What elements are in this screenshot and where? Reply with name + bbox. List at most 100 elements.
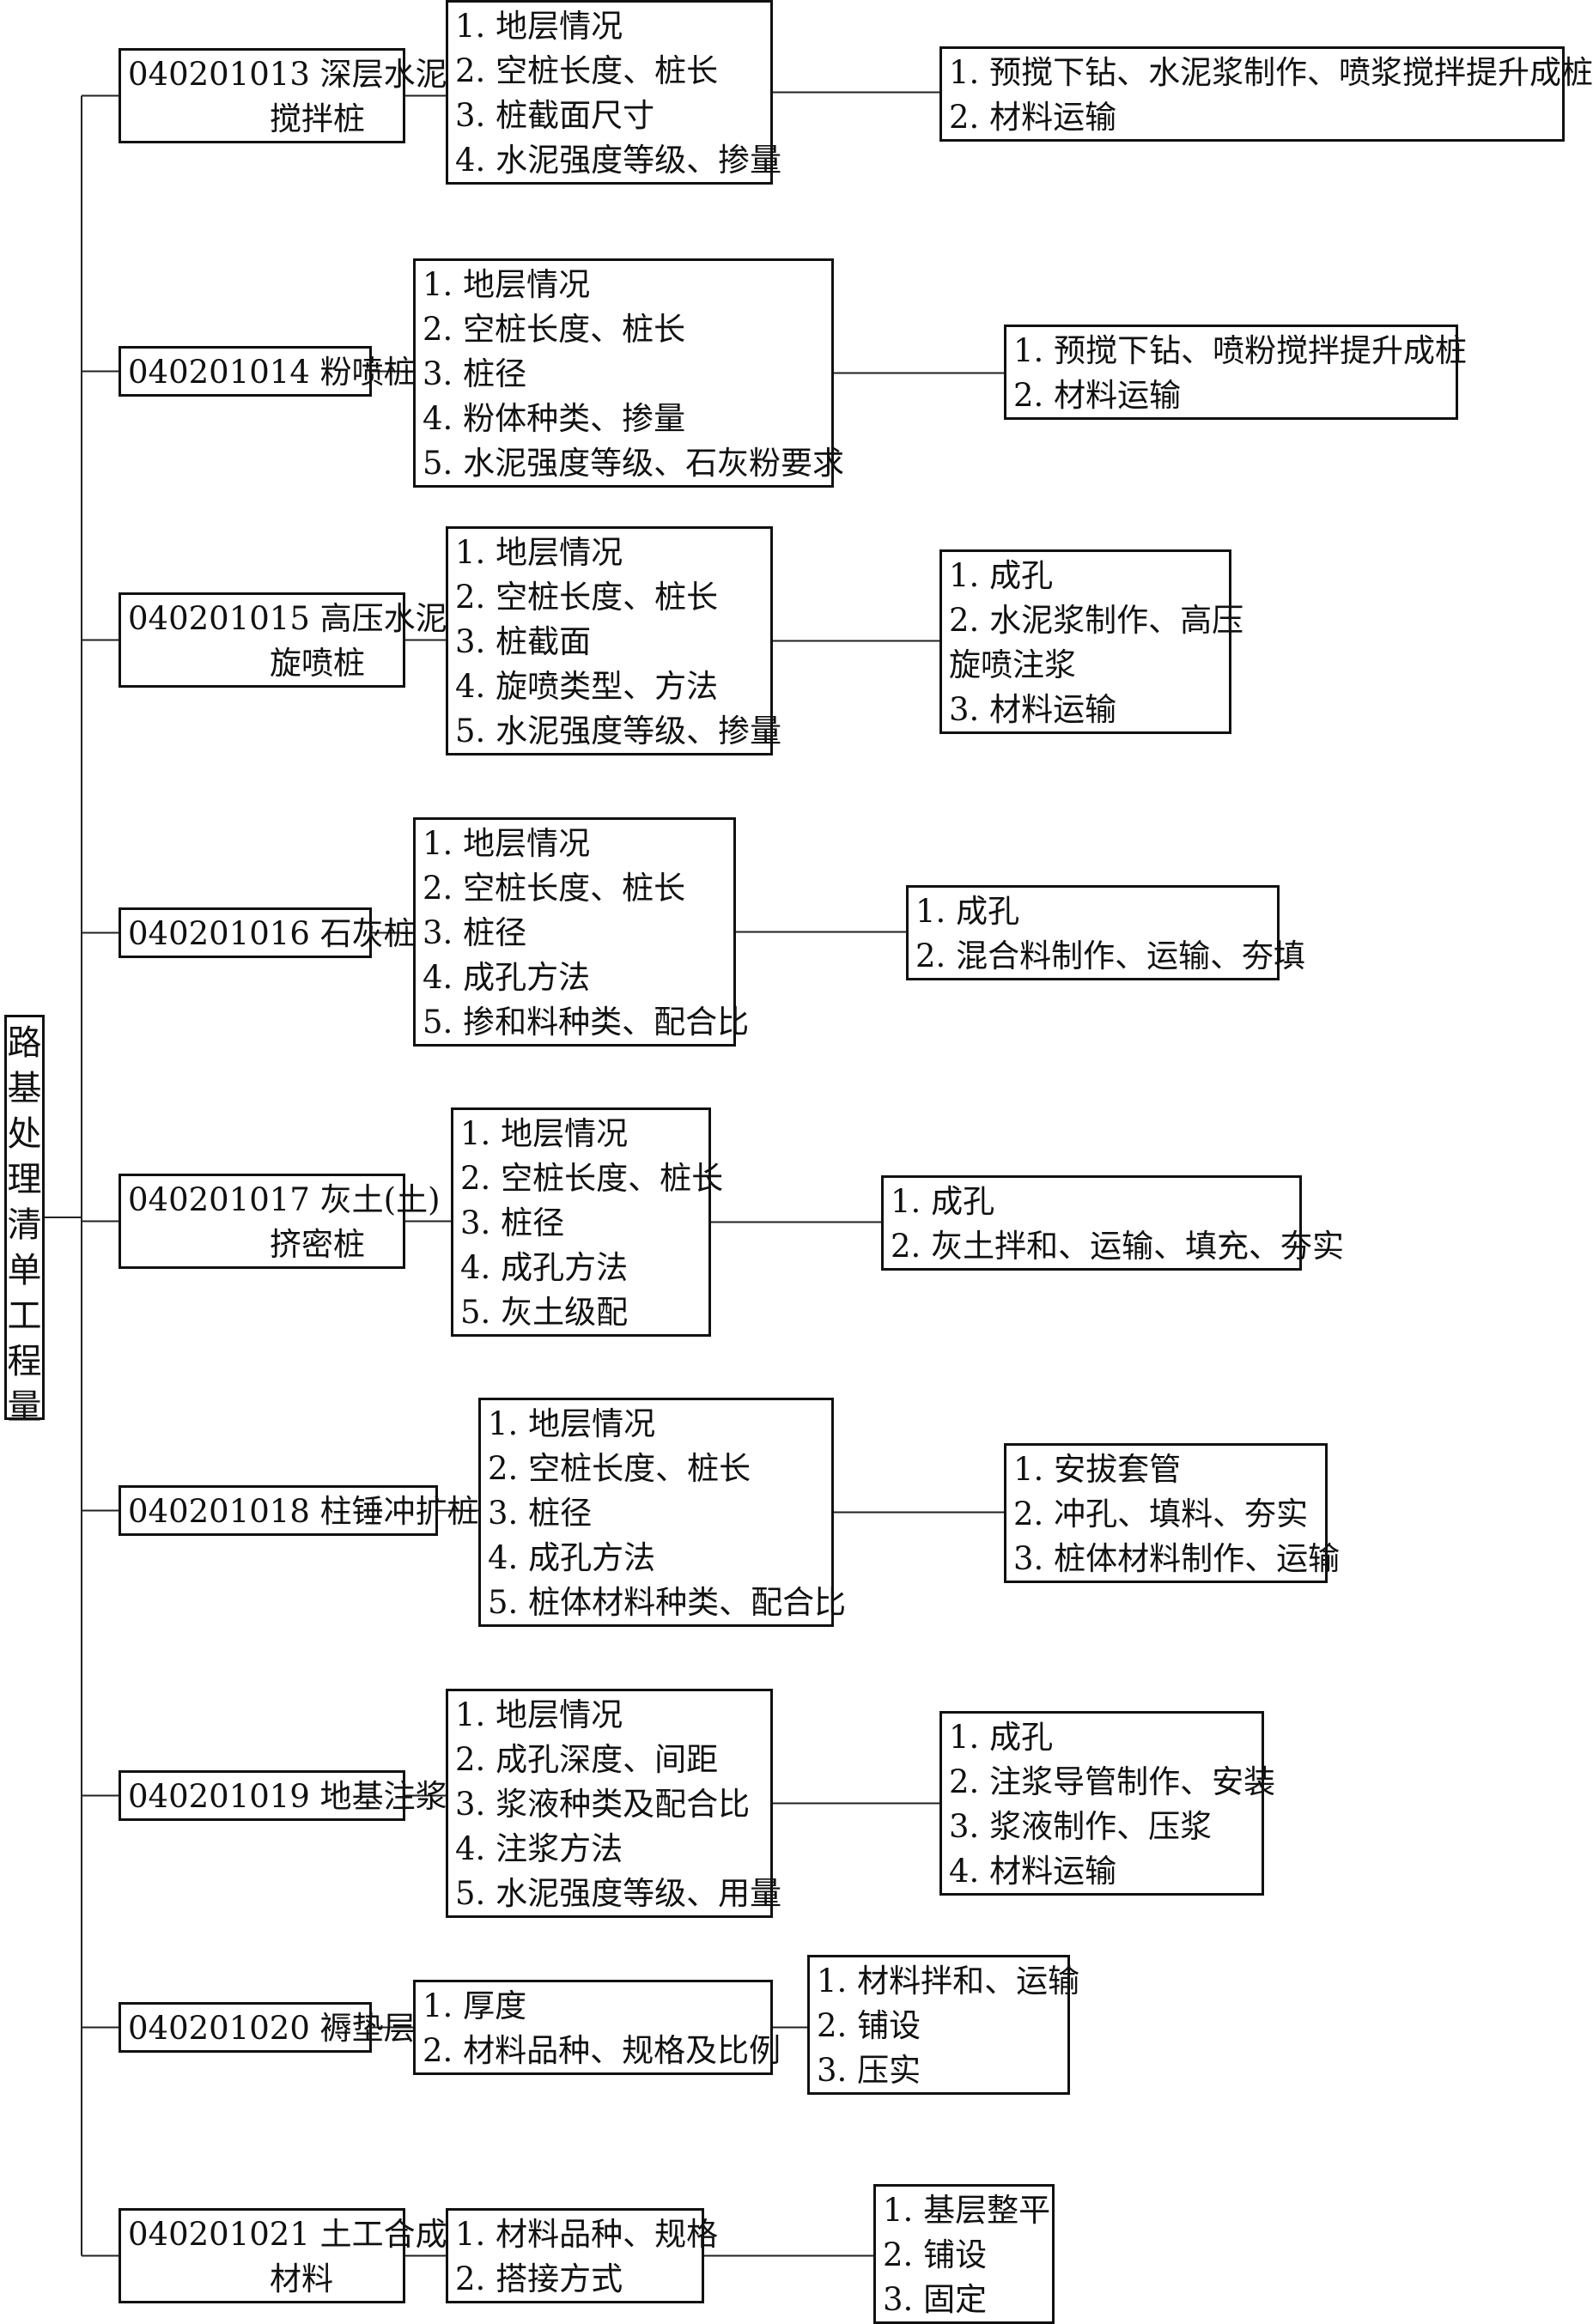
feature-box-line: 1. 地层情况 [460, 1115, 629, 1152]
work-box-line: 2. 材料运输 [1013, 377, 1182, 414]
work-box-line: 1. 成孔 [915, 893, 1020, 930]
item-name: 深层水泥 [319, 56, 447, 93]
item-name: 石灰桩 [319, 915, 416, 952]
work-box-line: 1. 材料拌和、运输 [817, 1963, 1080, 1999]
work-box-line: 1. 预搅下钻、水泥浆制作、喷浆搅拌提升成桩 [949, 54, 1593, 91]
item-code: 040201015 [128, 600, 310, 637]
feature-box-line: 5. 水泥强度等级、用量 [455, 1875, 782, 1912]
work-box-line: 1. 安拔套管 [1013, 1451, 1182, 1488]
item-code-line: 040201020 褥垫层 [128, 2006, 416, 2051]
work-box-line: 2. 水泥浆制作、高压 [949, 602, 1244, 639]
feature-box-line: 3. 桩径 [488, 1495, 593, 1532]
work-box-line: 1. 成孔 [891, 1183, 995, 1220]
item-code-box: 040201015 高压水泥旋喷桩 [119, 592, 447, 688]
feature-box-line: 2. 材料品种、规格及比例 [423, 2032, 781, 2069]
item-name: 褥垫层 [319, 2010, 416, 2047]
work-box: 1. 成孔 2. 混合料制作、运输、夯填 [906, 885, 1306, 980]
work-box: 1. 安拔套管 2. 冲孔、填料、夯实 3. 桩体材料制作、运输 [1004, 1443, 1341, 1583]
feature-box-line: 4. 旋喷类型、方法 [455, 668, 719, 705]
work-box: 1. 预搅下钻、水泥浆制作、喷浆搅拌提升成桩 2. 材料运输 [939, 46, 1593, 142]
root-title-char: 工 [7, 1296, 42, 1336]
item-code: 040201019 [128, 1778, 310, 1815]
feature-box: 1. 地层情况 2. 空桩长度、桩长 3. 桩截面 4. 旋喷类型、方法 5. 水泥强度… [446, 526, 782, 755]
feature-box-line: 2. 搭接方式 [455, 2260, 623, 2297]
item-name: 灰土(土) [319, 1181, 441, 1218]
item-name-continued: 搅拌桩 [270, 100, 365, 137]
root-title-char: 基 [7, 1069, 42, 1108]
feature-box-line: 4. 成孔方法 [423, 959, 591, 996]
item-code-box: 040201013 深层水泥搅拌桩 [119, 48, 447, 143]
work-box-line: 4. 材料运输 [949, 1853, 1117, 1890]
item-name: 粉喷桩 [319, 354, 416, 391]
feature-box-line: 3. 桩径 [460, 1204, 565, 1241]
item-code-box: 040201018 柱锤冲扩桩 [119, 1485, 479, 1536]
work-box-line: 2. 灰土拌和、运输、填充、夯实 [891, 1228, 1345, 1265]
feature-box-line: 4. 注浆方法 [455, 1830, 623, 1867]
work-box-line: 3. 压实 [817, 2052, 921, 2089]
item-code-line: 040201015 高压水泥 [128, 597, 447, 641]
feature-box-line: 5. 水泥强度等级、掺量 [455, 713, 782, 749]
item-name: 柱锤冲扩桩 [319, 1493, 479, 1530]
item-name: 土工合成 [319, 2216, 447, 2253]
feature-box-line: 3. 桩截面尺寸 [455, 97, 655, 134]
root-node: 路基处理清单工程量 [4, 1015, 45, 1427]
feature-box-line: 4. 粉体种类、掺量 [423, 400, 686, 437]
feature-box-line: 1. 地层情况 [455, 1696, 623, 1733]
item-code: 040201021 [128, 2216, 310, 2253]
item-code-box: 040201021 土工合成材料 [119, 2208, 447, 2303]
root-title-char: 量 [7, 1387, 42, 1427]
item-code: 040201020 [128, 2010, 310, 2047]
item-code: 040201014 [128, 354, 310, 391]
work-box-line: 1. 成孔 [949, 557, 1054, 594]
root-title-char: 理 [7, 1160, 42, 1199]
feature-box-line: 2. 空桩长度、桩长 [455, 52, 719, 89]
feature-box-line: 4. 成孔方法 [460, 1249, 629, 1286]
item-code-line: 040201017 灰土(土) [128, 1178, 441, 1223]
feature-box-line: 5. 掺和料种类、配合比 [423, 1004, 750, 1041]
work-box-line: 2. 材料运输 [949, 99, 1117, 136]
feature-box-line: 4. 成孔方法 [488, 1539, 656, 1576]
item-name-continued: 材料 [270, 2260, 333, 2297]
work-box-line: 旋喷注浆 [949, 646, 1076, 683]
feature-box-line: 2. 空桩长度、桩长 [455, 579, 719, 616]
work-box-line: 3. 桩体材料制作、运输 [1013, 1540, 1341, 1577]
item-code-line: 040201014 粉喷桩 [128, 350, 416, 395]
work-box-line: 2. 冲孔、填料、夯实 [1013, 1496, 1309, 1532]
item-name-continued: 旋喷桩 [270, 645, 365, 682]
item-code-line: 040201019 地基注浆 [128, 1775, 447, 1819]
feature-box-line: 2. 空桩长度、桩长 [423, 870, 686, 907]
item-code: 040201018 [128, 1493, 310, 1530]
feature-box: 1. 地层情况 2. 空桩长度、桩长 3. 桩截面尺寸 4. 水泥强度等级、掺量 [446, 0, 782, 185]
feature-box-line: 2. 空桩长度、桩长 [423, 311, 686, 348]
feature-box-line: 2. 成孔深度、间距 [455, 1741, 719, 1778]
feature-box-line: 4. 水泥强度等级、掺量 [455, 142, 782, 179]
feature-box-line: 5. 灰土级配 [460, 1294, 629, 1331]
work-box-line: 3. 固定 [883, 2281, 988, 2318]
item-code-box: 040201016 石灰桩 [119, 907, 416, 958]
work-box-line: 2. 混合料制作、运输、夯填 [915, 937, 1306, 974]
item-code: 040201016 [128, 915, 310, 952]
feature-box-line: 1. 地层情况 [423, 266, 591, 303]
feature-box-line: 2. 空桩长度、桩长 [488, 1450, 751, 1487]
item-code: 040201013 [128, 56, 310, 93]
root-title-char: 清 [7, 1205, 42, 1245]
feature-box-line: 1. 地层情况 [455, 8, 623, 45]
root-title-char: 路 [7, 1023, 42, 1063]
work-box-line: 2. 铺设 [817, 2007, 921, 2044]
feature-box-line: 1. 地层情况 [455, 534, 623, 571]
feature-box-line: 1. 地层情况 [488, 1405, 656, 1442]
item-code-box: 040201019 地基注浆 [119, 1770, 447, 1821]
work-box-line: 2. 铺设 [883, 2236, 988, 2273]
root-title-char: 程 [7, 1342, 42, 1381]
feature-box-line: 3. 桩截面 [455, 623, 592, 660]
